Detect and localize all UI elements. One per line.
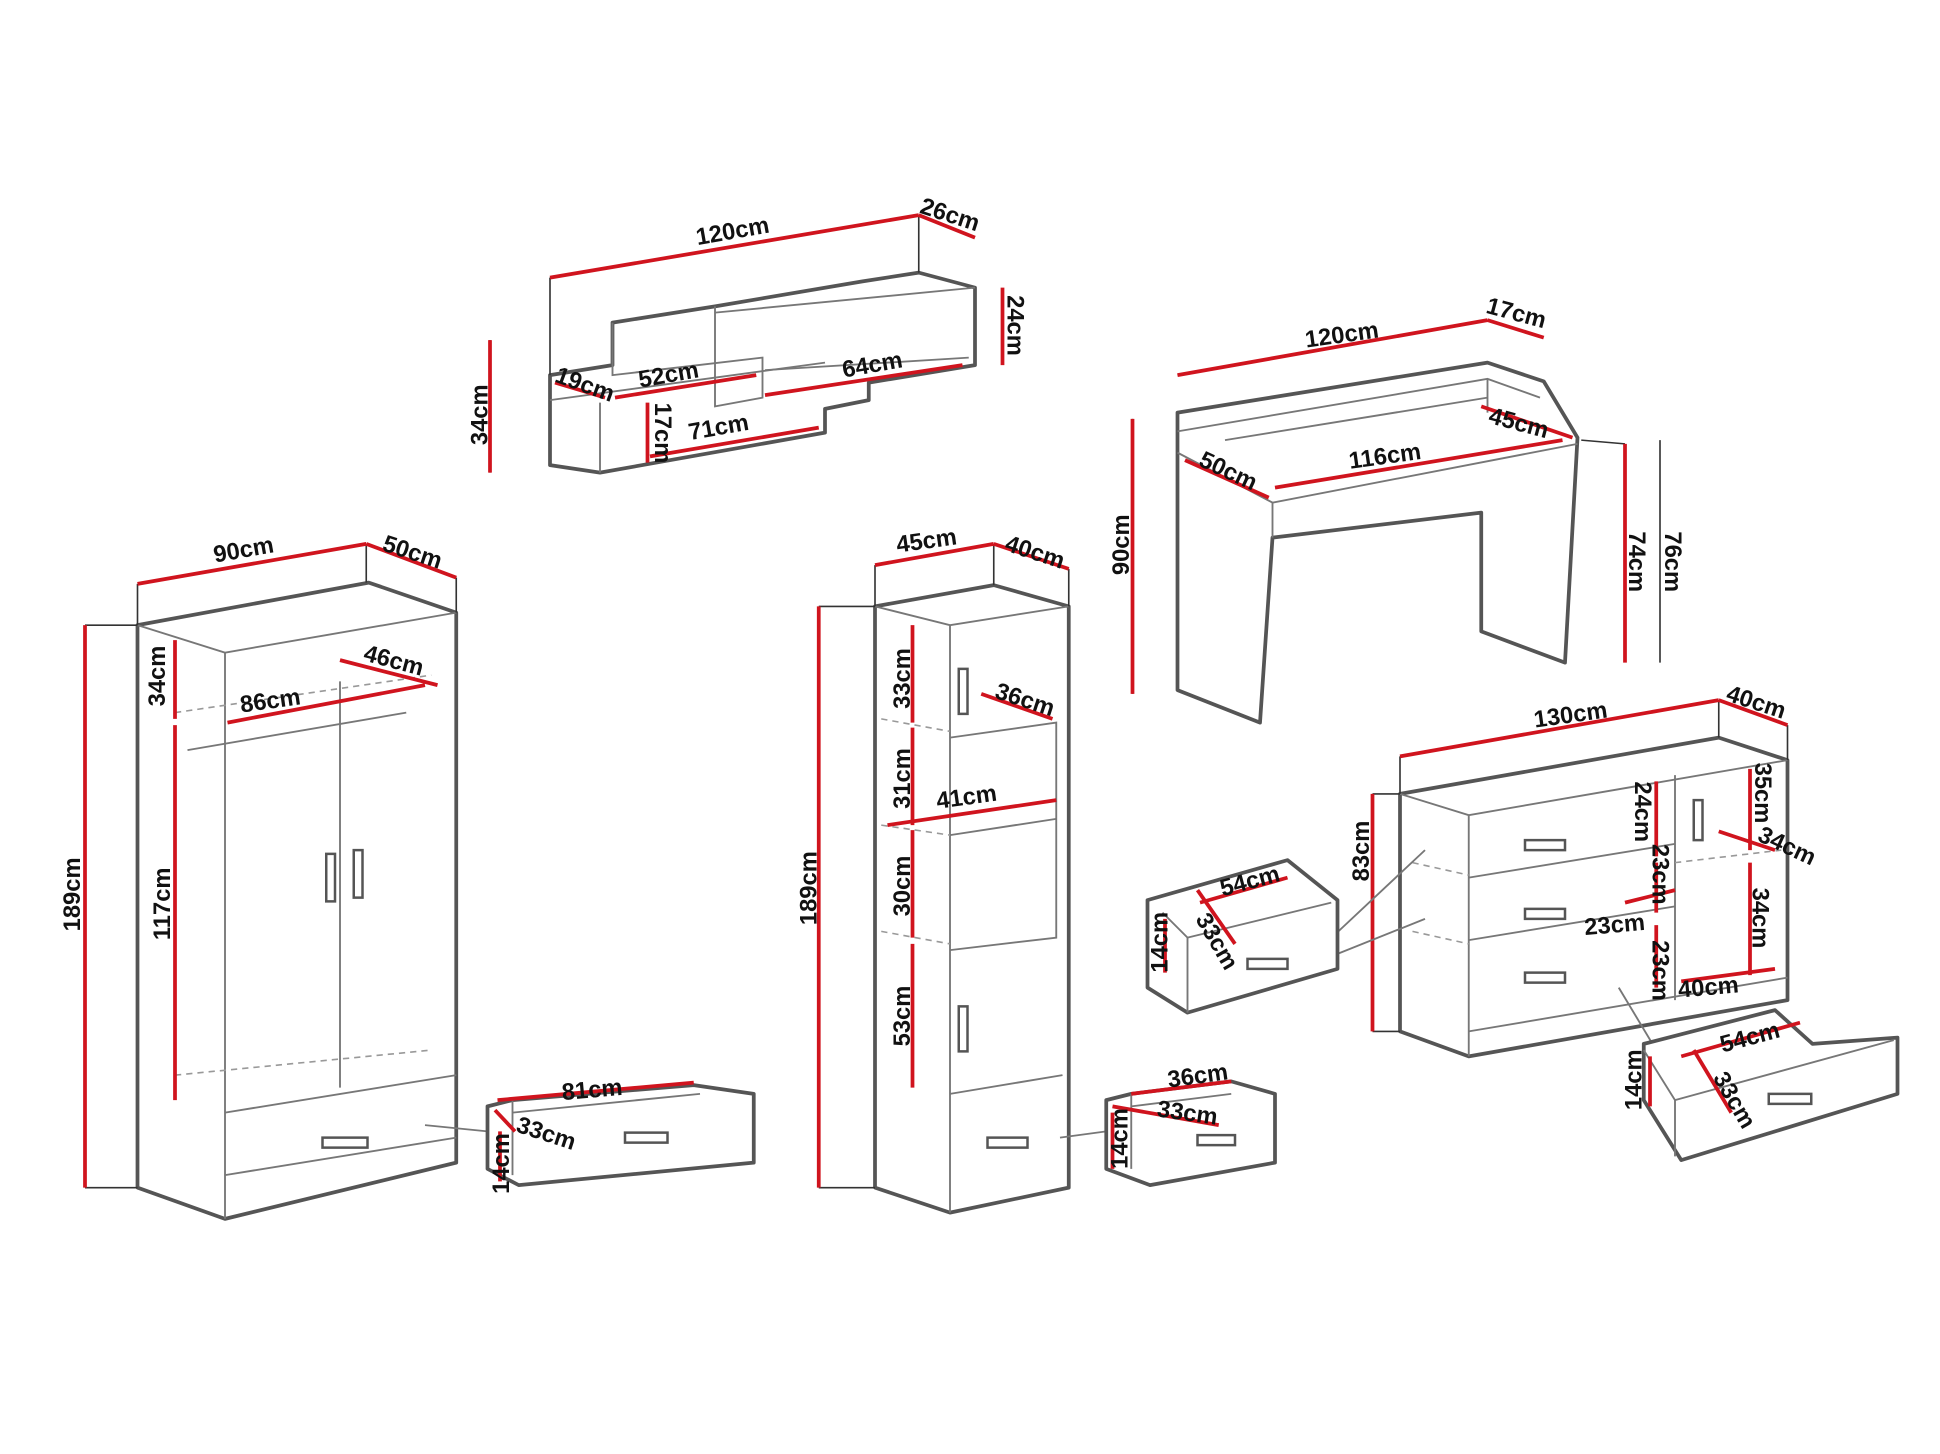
dim-label: 74cm <box>1623 531 1650 592</box>
dim-label: 189cm <box>59 857 86 931</box>
dim-label: 34cm <box>467 384 494 445</box>
dim-label: 23cm <box>1647 940 1674 1001</box>
dim-label: 83cm <box>1348 821 1375 882</box>
dim-label: 35cm <box>1749 763 1776 824</box>
dim-label: 14cm <box>1107 1108 1134 1169</box>
dim-label: 24cm <box>1002 295 1029 356</box>
dim-label: 120cm <box>1303 317 1380 354</box>
dim-label: 34cm <box>144 646 171 707</box>
dim-label: 23cm <box>1647 844 1674 905</box>
desk: 120cm 17cm 45cm 50cm 116cm 90cm 74cm 76c… <box>1108 292 1686 725</box>
dim-label: 117cm <box>149 867 176 940</box>
dim-label: 30cm <box>889 856 916 917</box>
dim-label: 90cm <box>1108 514 1135 575</box>
wardrobe: 90cm 50cm 46cm 86cm 34cm 117cm 189cm 81c… <box>59 530 756 1221</box>
dim-label: 24cm <box>1629 781 1656 842</box>
dim-label: 17cm <box>649 403 676 464</box>
dim-label: 14cm <box>488 1133 515 1194</box>
dim-label: 81cm <box>561 1074 624 1106</box>
dim-label: 130cm <box>1532 697 1609 734</box>
dim-label: 23cm <box>1583 909 1646 941</box>
dim-label: 33cm <box>889 648 916 709</box>
dim-label: 31cm <box>889 748 916 809</box>
dim-label: 53cm <box>889 986 916 1047</box>
dim-label: 34cm <box>1747 888 1774 949</box>
tall-cabinet: 45cm 40cm 33cm 36cm 31cm 41cm 30cm 53cm … <box>795 523 1277 1215</box>
dim-label: 40cm <box>1002 530 1068 574</box>
dim-label: 50cm <box>379 530 445 574</box>
wall-shelf: 120cm 26cm 24cm 34cm 19cm 52cm 64cm 17cm… <box>467 193 1029 475</box>
dim-label: 26cm <box>917 193 983 237</box>
dim-label: 189cm <box>795 851 822 925</box>
dim-label: 40cm <box>1677 971 1740 1003</box>
dim-label: 76cm <box>1659 531 1686 592</box>
dim-label: 14cm <box>1620 1049 1647 1110</box>
dim-label: 14cm <box>1147 912 1174 973</box>
dim-label: 40cm <box>1723 680 1789 724</box>
